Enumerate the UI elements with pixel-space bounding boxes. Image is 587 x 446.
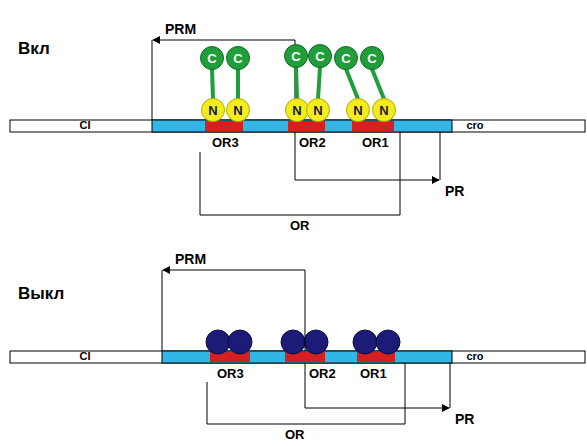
operator-site [352, 121, 394, 131]
domain-letter: C [315, 50, 324, 63]
label-text: PR [445, 184, 464, 199]
domain-letter: N [292, 104, 301, 117]
domain-letter: N [208, 104, 217, 117]
label-text: Выкл [18, 285, 64, 304]
operator-region [162, 351, 452, 363]
leader-line [152, 40, 153, 120]
label-text: PRM [165, 22, 196, 37]
cro-dimers [206, 330, 400, 354]
domain-letter: N [313, 104, 322, 117]
operator-region [152, 120, 452, 132]
n-domain: N [346, 98, 370, 122]
domain-linker [318, 67, 320, 99]
label-text: OR [290, 219, 310, 233]
label-text: PRM [175, 252, 206, 267]
label-text: OR1 [362, 136, 389, 150]
domain-linker [212, 69, 213, 99]
label-text: OR3 [212, 136, 239, 150]
label-text: Вкл [18, 40, 50, 59]
promoter-arrow [295, 132, 439, 180]
promoter-arrow [163, 270, 305, 351]
c-domain: C [200, 46, 224, 70]
domain-letter: N [233, 104, 242, 117]
n-domain: N [285, 98, 309, 122]
label-text: OR2 [309, 367, 336, 381]
domain-letter: N [353, 104, 362, 117]
c-domain: C [334, 46, 358, 70]
domain-letter: C [207, 52, 216, 65]
domain-linker [372, 69, 384, 99]
label-text: OR [285, 428, 305, 442]
domain-linker [236, 69, 240, 99]
n-domain: N [226, 98, 250, 122]
region-bracket [207, 363, 405, 424]
label-text: cro [466, 119, 483, 131]
domain-letter: C [291, 50, 300, 63]
label-text: OR1 [360, 367, 387, 381]
operator-site [288, 121, 325, 131]
domain-letter: N [379, 104, 388, 117]
c-domain: C [360, 46, 384, 70]
label-text: CI [80, 119, 91, 131]
c-domain: C [226, 46, 250, 70]
leader-line [450, 363, 451, 408]
label-text: OR3 [217, 367, 244, 381]
n-domain: N [201, 98, 225, 122]
domain-letter: C [367, 52, 376, 65]
label-text: PR [455, 412, 474, 427]
operator-site [205, 121, 243, 131]
region-bracket [200, 132, 400, 215]
label-text: CI [80, 350, 91, 362]
domain-letter: C [341, 52, 350, 65]
domain-letter: C [233, 52, 242, 65]
promoter-arrow [305, 363, 449, 408]
leader-line [440, 132, 441, 180]
c-domain: C [284, 44, 308, 68]
leader-line [162, 270, 163, 351]
n-domain: N [306, 98, 330, 122]
label-text: OR2 [299, 136, 326, 150]
n-domain: N [372, 98, 396, 122]
c-domain: C [308, 44, 332, 68]
domain-linker [346, 69, 358, 99]
domain-linker [296, 67, 297, 99]
label-text: cro [466, 350, 483, 362]
